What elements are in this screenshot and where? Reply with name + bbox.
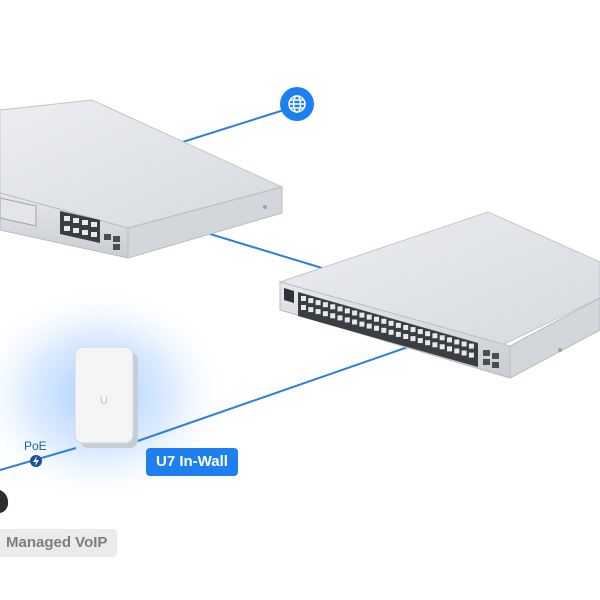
switch-port	[359, 321, 365, 327]
switch-port	[417, 338, 423, 344]
switch-port	[410, 336, 416, 342]
gateway-sfp-1	[104, 234, 111, 240]
switch-port	[425, 340, 431, 346]
voip-label: Managed VoIP	[0, 529, 118, 557]
access-point-device: U	[74, 346, 138, 448]
gateway-drive-bay	[0, 197, 37, 227]
switch-port	[439, 335, 445, 341]
switch-port-band	[298, 292, 478, 367]
switch-port	[374, 316, 379, 322]
switch-port	[432, 333, 438, 339]
switch-port	[301, 305, 306, 310]
switch-port	[308, 307, 314, 313]
switch-port	[461, 341, 467, 347]
switch-port	[447, 337, 452, 343]
switch-device	[278, 211, 600, 379]
link-switch-ap	[131, 346, 409, 444]
switch-port	[330, 304, 336, 310]
gateway-device	[0, 99, 284, 259]
switch-port	[337, 315, 343, 321]
switch-port	[454, 348, 460, 354]
link-gateway-internet	[169, 109, 285, 147]
switch-port	[395, 322, 401, 328]
switch-port	[388, 329, 394, 335]
switch-port	[337, 306, 343, 312]
switch-port	[301, 296, 306, 301]
switch-port	[417, 329, 423, 335]
gateway-sfp-2	[113, 236, 120, 242]
switch-port	[352, 319, 358, 325]
switch-port	[330, 313, 336, 319]
lightning-bolt-icon	[33, 456, 39, 466]
switch-port	[322, 302, 328, 308]
switch-port	[366, 323, 372, 329]
switch-port	[374, 325, 379, 331]
switch-ports	[301, 296, 474, 358]
switch-port	[403, 325, 409, 330]
switch-port	[352, 310, 358, 316]
voip-phone-icon	[0, 490, 9, 513]
gateway-ports	[64, 216, 97, 237]
switch-port	[468, 343, 474, 349]
switch-port	[381, 318, 387, 324]
switch-port	[366, 314, 372, 320]
switch-port	[359, 312, 365, 318]
internet-node	[280, 87, 314, 121]
globe-icon	[288, 95, 306, 113]
switch-port	[381, 327, 387, 333]
access-point-label: U7 In-Wall	[146, 448, 238, 476]
gateway-sfp-3	[113, 244, 120, 250]
switch-port	[410, 327, 416, 333]
switch-port	[461, 350, 467, 356]
poe-label: PoE	[24, 439, 47, 453]
switch-port	[425, 331, 431, 337]
switch-port	[388, 320, 394, 326]
switch-console-port	[284, 288, 294, 303]
link-gateway-switch	[209, 233, 323, 269]
switch-port	[454, 339, 460, 345]
switch-port	[447, 346, 452, 352]
switch-led	[558, 348, 562, 352]
access-point-body	[74, 346, 134, 444]
switch-port	[344, 308, 350, 314]
switch-port	[468, 352, 474, 358]
switch-side	[509, 297, 600, 379]
switch-port	[403, 334, 409, 339]
switch-port	[308, 298, 314, 304]
poe-marker	[30, 455, 42, 467]
access-point-logo: U	[100, 395, 108, 407]
switch-port	[344, 317, 350, 323]
gateway-side	[127, 186, 283, 259]
switch-sfp-ports	[483, 350, 499, 368]
gateway-led	[263, 205, 267, 209]
switch-port	[315, 309, 321, 315]
switch-port	[432, 342, 438, 348]
switch-port	[439, 344, 445, 350]
switch-port	[315, 300, 321, 306]
switch-port	[322, 311, 328, 317]
switch-port	[395, 331, 401, 337]
